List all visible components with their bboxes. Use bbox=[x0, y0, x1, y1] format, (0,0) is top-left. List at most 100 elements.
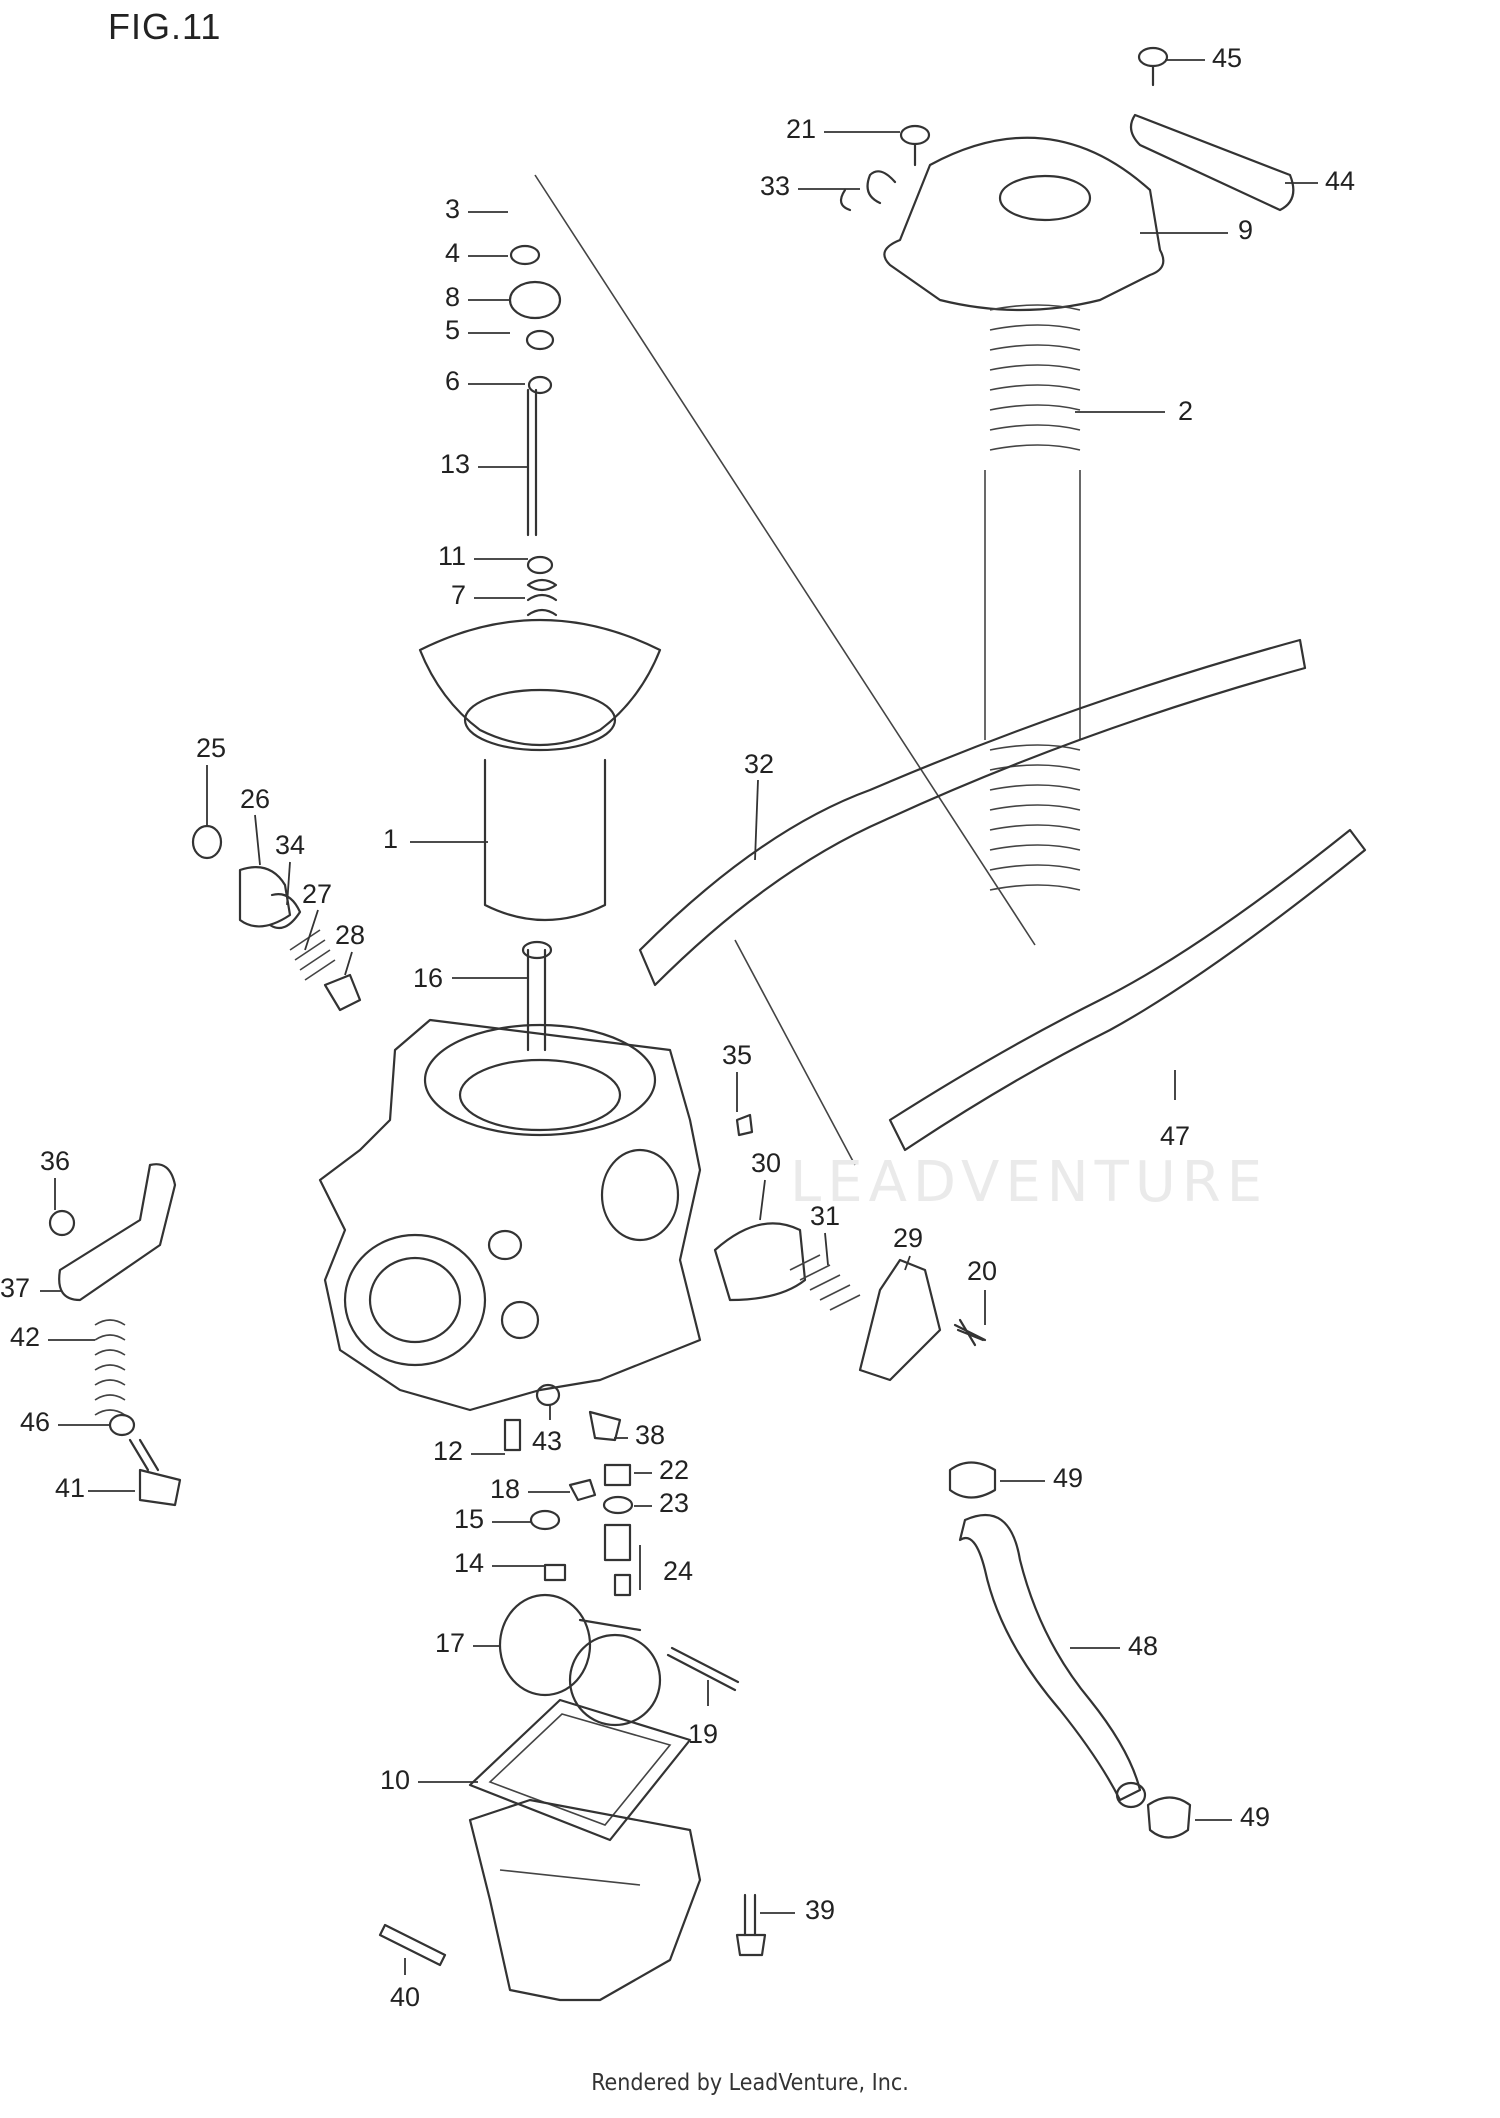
callout-number: 11 bbox=[438, 541, 466, 571]
callout-24: 24 bbox=[639, 1545, 693, 1590]
callout-number: 26 bbox=[240, 784, 270, 814]
callout-39: 39 bbox=[760, 1895, 835, 1925]
callout-38: 38 bbox=[614, 1420, 665, 1450]
callout-number: 48 bbox=[1128, 1631, 1158, 1661]
callout-number: 31 bbox=[810, 1201, 840, 1231]
callout-49: 49 bbox=[1000, 1463, 1083, 1493]
callout-number: 32 bbox=[744, 749, 774, 779]
callout-number: 40 bbox=[390, 1982, 420, 2012]
callout-number: 39 bbox=[805, 1895, 835, 1925]
callout-number: 42 bbox=[10, 1322, 40, 1352]
callout-number: 4 bbox=[445, 238, 460, 268]
callout-number: 47 bbox=[1160, 1121, 1190, 1151]
callout-number: 15 bbox=[454, 1504, 484, 1534]
callout-45: 45 bbox=[1165, 43, 1242, 73]
callout-leader-line bbox=[904, 1255, 911, 1271]
callout-number: 36 bbox=[40, 1146, 70, 1176]
callout-number: 12 bbox=[433, 1436, 463, 1466]
callout-number: 46 bbox=[20, 1407, 50, 1437]
callout-number: 2 bbox=[1178, 396, 1193, 426]
callout-27: 27 bbox=[302, 879, 332, 951]
footer-credit: Rendered by LeadVenture, Inc. bbox=[591, 2070, 909, 2096]
callout-28: 28 bbox=[335, 920, 365, 976]
callout-number: 6 bbox=[445, 366, 460, 396]
callout-16: 16 bbox=[413, 963, 528, 993]
callout-40: 40 bbox=[390, 1958, 420, 2012]
callout-5: 5 bbox=[445, 315, 510, 345]
callout-leader-line bbox=[824, 1232, 829, 1266]
callout-number: 17 bbox=[435, 1628, 465, 1658]
callout-number: 33 bbox=[760, 171, 790, 201]
callout-7: 7 bbox=[451, 580, 525, 610]
callout-number: 21 bbox=[786, 114, 816, 144]
callout-number: 3 bbox=[445, 194, 460, 224]
callout-leader-line bbox=[344, 951, 353, 976]
callout-number: 9 bbox=[1238, 215, 1253, 245]
callout-number: 13 bbox=[440, 449, 470, 479]
callout-30: 30 bbox=[751, 1148, 781, 1221]
callout-number: 7 bbox=[451, 580, 466, 610]
callout-34: 34 bbox=[275, 830, 305, 906]
callout-32: 32 bbox=[744, 749, 774, 861]
spring-2-drawing bbox=[984, 304, 1081, 891]
callout-leader-line bbox=[254, 814, 261, 866]
callout-labels: 1234567891011121314151617181920212223242… bbox=[0, 43, 1355, 2012]
callout-25: 25 bbox=[196, 733, 226, 825]
callout-2: 2 bbox=[1075, 396, 1193, 426]
callout-1: 1 bbox=[383, 824, 488, 854]
callout-48: 48 bbox=[1070, 1631, 1158, 1661]
callout-number: 8 bbox=[445, 282, 460, 312]
callout-10: 10 bbox=[380, 1765, 478, 1795]
callout-19: 19 bbox=[688, 1680, 718, 1749]
callout-number: 34 bbox=[275, 830, 305, 860]
callout-number: 44 bbox=[1325, 166, 1355, 196]
callout-number: 43 bbox=[532, 1426, 562, 1456]
callout-12: 12 bbox=[433, 1436, 505, 1466]
callout-42: 42 bbox=[10, 1322, 95, 1352]
callout-number: 28 bbox=[335, 920, 365, 950]
callout-22: 22 bbox=[634, 1455, 689, 1485]
callout-leader-line bbox=[759, 1179, 766, 1221]
callout-number: 1 bbox=[383, 824, 398, 854]
callout-35: 35 bbox=[722, 1040, 752, 1112]
callout-29: 29 bbox=[893, 1223, 923, 1271]
callout-14: 14 bbox=[454, 1548, 545, 1578]
callout-number: 27 bbox=[302, 879, 332, 909]
callout-8: 8 bbox=[445, 282, 510, 312]
callout-number: 37 bbox=[0, 1273, 30, 1303]
callout-leader-line bbox=[286, 861, 291, 906]
callout-17: 17 bbox=[435, 1628, 500, 1658]
part-drawings bbox=[48, 46, 1367, 2002]
callout-11: 11 bbox=[438, 541, 528, 571]
callout-18: 18 bbox=[490, 1474, 570, 1504]
callout-6: 6 bbox=[445, 366, 525, 396]
callout-36: 36 bbox=[40, 1146, 70, 1210]
callout-33: 33 bbox=[760, 171, 860, 201]
callout-26: 26 bbox=[240, 784, 270, 866]
callout-number: 24 bbox=[663, 1556, 693, 1586]
callout-15: 15 bbox=[454, 1504, 531, 1534]
callout-49: 49 bbox=[1195, 1802, 1270, 1832]
callout-46: 46 bbox=[20, 1407, 110, 1437]
callout-number: 16 bbox=[413, 963, 443, 993]
callout-37: 37 bbox=[0, 1273, 62, 1303]
callout-number: 5 bbox=[445, 315, 460, 345]
callout-13: 13 bbox=[440, 449, 528, 479]
callout-number: 41 bbox=[55, 1473, 85, 1503]
callout-4: 4 bbox=[445, 238, 508, 268]
callout-3: 3 bbox=[445, 194, 508, 224]
callout-number: 35 bbox=[722, 1040, 752, 1070]
callout-number: 22 bbox=[659, 1455, 689, 1485]
callout-number: 49 bbox=[1240, 1802, 1270, 1832]
callout-number: 18 bbox=[490, 1474, 520, 1504]
callout-number: 23 bbox=[659, 1488, 689, 1518]
callout-number: 49 bbox=[1053, 1463, 1083, 1493]
callout-47: 47 bbox=[1160, 1070, 1190, 1151]
callout-number: 45 bbox=[1212, 43, 1242, 73]
callout-41: 41 bbox=[55, 1473, 135, 1503]
callout-number: 19 bbox=[688, 1719, 718, 1749]
callout-number: 38 bbox=[635, 1420, 665, 1450]
callout-9: 9 bbox=[1140, 215, 1253, 245]
